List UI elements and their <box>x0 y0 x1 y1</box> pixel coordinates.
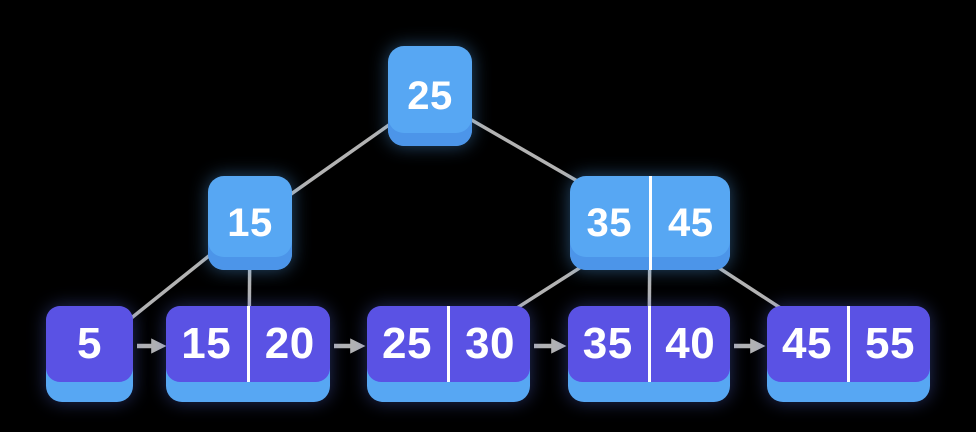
node-key: 5 <box>77 319 102 368</box>
node-key: 35 <box>586 200 632 245</box>
node-key: 45 <box>782 319 832 368</box>
node-key: 30 <box>447 306 530 382</box>
node-root: 25 <box>388 46 472 146</box>
node-key: 15 <box>181 319 232 368</box>
node-leaf-35-40: 35 40 <box>568 306 730 402</box>
node-leaf-25-30: 25 30 <box>367 306 530 402</box>
node-key: 35 <box>582 319 633 368</box>
node-leaf-45-55: 45 55 <box>767 306 930 402</box>
node-key: 25 <box>407 73 453 118</box>
leaf-face: 35 40 <box>568 306 730 382</box>
node-key: 20 <box>246 306 331 382</box>
node-key: 55 <box>847 306 930 382</box>
node-key: 40 <box>647 306 731 382</box>
leaf-face: 25 30 <box>367 306 530 382</box>
node-leaf-15-20: 15 20 <box>166 306 330 402</box>
node-key: 25 <box>382 319 432 368</box>
node-key: 15 <box>227 200 273 245</box>
leaf-face: 5 <box>46 306 133 382</box>
leaf-face: 15 20 <box>166 306 330 382</box>
node-key: 45 <box>648 176 731 270</box>
node-leaf-5: 5 <box>46 306 133 402</box>
node-internal-15: 15 <box>208 176 292 270</box>
leaf-face: 45 55 <box>767 306 930 382</box>
node-internal-35-45: 35 45 <box>570 176 730 270</box>
